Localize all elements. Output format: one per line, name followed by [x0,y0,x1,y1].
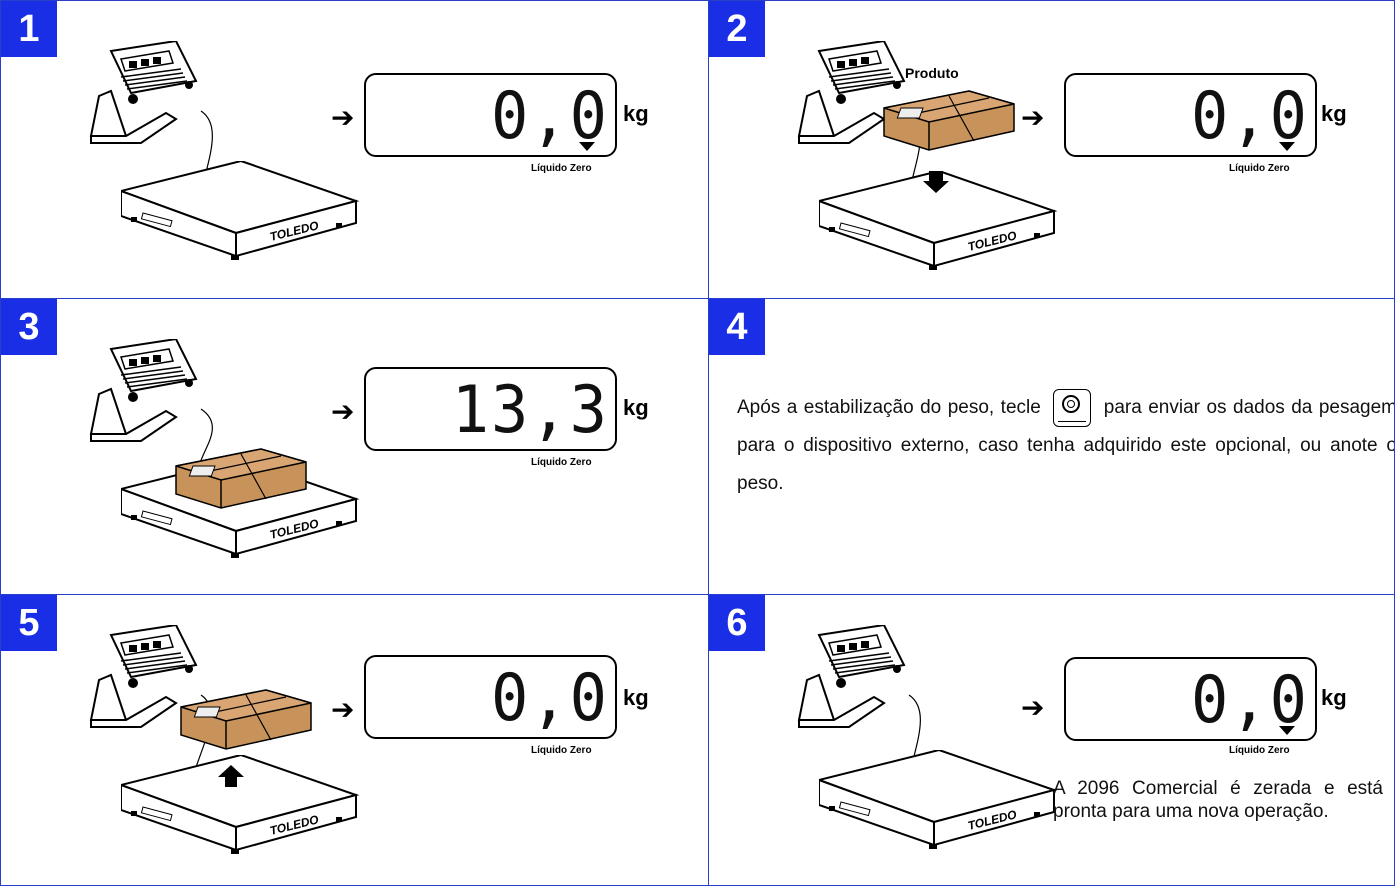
step-4-instructions: Após a estabilização do peso, tecle para… [737,389,1395,503]
arrow-icon: ➔ [331,101,355,134]
weight-reading: 0,0 [1191,77,1309,154]
ready-note: A 2096 Comercial é zerada e está pronta … [1053,778,1383,822]
arrow-icon: ➔ [331,395,355,428]
step-number: 3 [1,299,57,355]
step-4-panel: 4 Após a estabilização do peso, tecle pa… [708,298,1395,595]
unit-label: kg [1321,685,1347,710]
unit-label: kg [1321,101,1347,126]
weight-reading: 13,3 [451,371,609,448]
step-6-panel: 6 ➔ 0,0 kg Líquido Zero A 2096 Comercial… [708,594,1395,886]
weight-reading: 0,0 [491,77,609,154]
instruction-text-before: Após a estabilização do peso, tecle [737,397,1041,419]
weight-display: 0,0 [364,73,617,157]
step-number: 6 [709,595,765,651]
arrow-icon: ➔ [331,693,355,726]
instruction-text-after: para enviar os dados da pesagem para o d… [737,397,1395,495]
step-number: 5 [1,595,57,651]
unit-label: kg [623,395,649,420]
weight-display: 13,3 [364,367,617,451]
weight-reading: 0,0 [1191,661,1309,738]
arrow-icon: ➔ [1021,691,1045,724]
scale-illustration [90,41,357,261]
weight-display: 0,0 [364,655,617,739]
step-3-panel: 3 ➔ 13,3 kg Líquido Zero [0,298,709,595]
net-zero-caption: Líquido Zero [1229,745,1290,756]
product-label: Produto [905,65,959,81]
net-zero-caption: Líquido Zero [531,457,592,468]
weight-display: 0,0 [1064,657,1317,741]
net-zero-caption: Líquido Zero [531,745,592,756]
arrow-icon: ➔ [1021,101,1045,134]
net-zero-caption: Líquido Zero [531,163,592,174]
zero-indicator-icon [579,142,595,151]
scale-unload-illustration [90,625,357,855]
scale-loaded-illustration [90,339,357,559]
unit-label: kg [623,101,649,126]
step-number: 1 [1,1,57,57]
zero-indicator-icon [1279,142,1295,151]
step-number: 4 [709,299,765,355]
step-2-panel: 2 Produto ➔ 0,0 kg Líquido Zero [708,0,1395,299]
weight-reading: 0,0 [491,659,609,736]
print-key-icon [1053,389,1092,427]
unit-label: kg [623,685,649,710]
zero-indicator-icon [1279,726,1295,735]
step-1-panel: 1 ➔ 0,0 kg Líquido Zero [0,0,709,299]
scale-with-product-illustration [798,41,1055,271]
scale-ready-illustration [798,625,1055,850]
weight-display: 0,0 [1064,73,1317,157]
net-zero-caption: Líquido Zero [1229,163,1290,174]
step-number: 2 [709,1,765,57]
step-5-panel: 5 ➔ 0,0 kg Líquido Zero [0,594,709,886]
